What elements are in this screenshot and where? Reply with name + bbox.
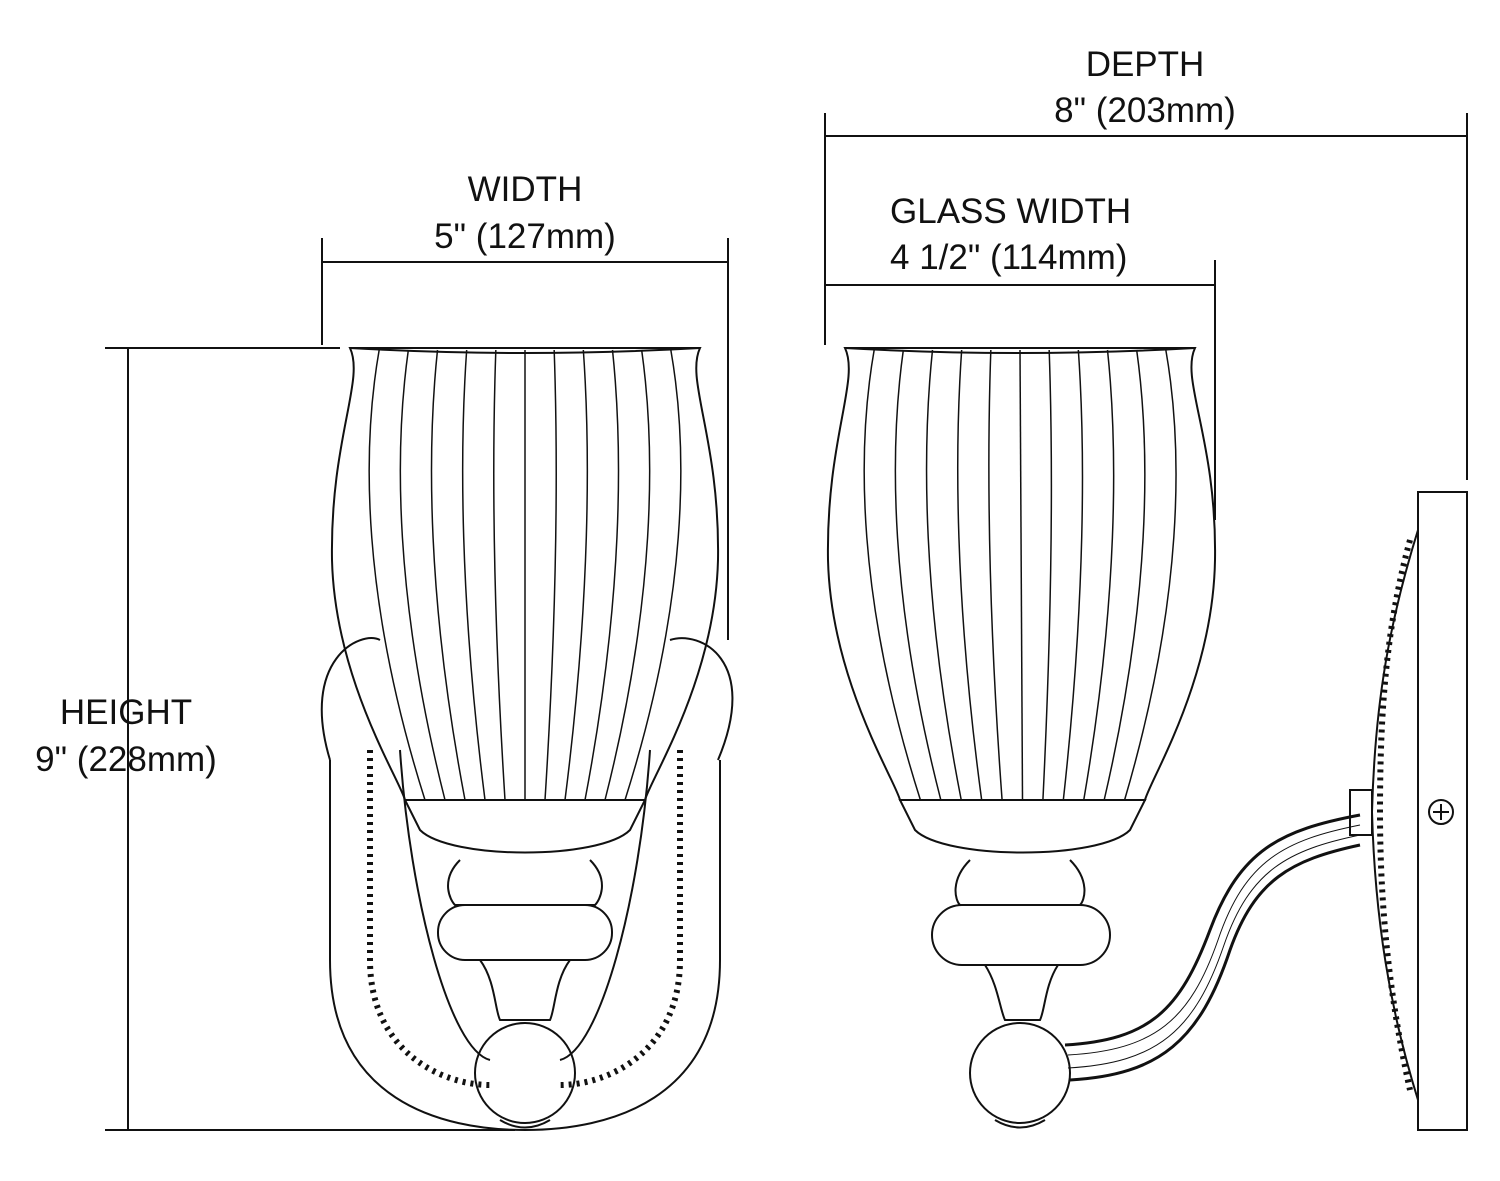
arm-mount xyxy=(1349,789,1373,836)
glass-flute-line xyxy=(544,349,557,801)
width-label: WIDTH xyxy=(467,170,583,209)
height-label: HEIGHT xyxy=(59,693,193,732)
glass-flute-line xyxy=(1019,349,1024,801)
glass-flute-line xyxy=(604,349,651,801)
glass-flute-line xyxy=(894,349,942,801)
glass-flute-line xyxy=(624,349,682,801)
glass-flute-line xyxy=(368,349,426,801)
glass-flute-line xyxy=(430,349,466,801)
height-value: 9" (228mm) xyxy=(35,740,217,779)
glass-width-value: 4 1/2" (114mm) xyxy=(890,238,1128,277)
canopy xyxy=(1370,529,1419,1101)
glass-flute-line xyxy=(863,349,922,801)
front-view xyxy=(320,347,734,1132)
glass-flute-line xyxy=(493,349,506,801)
collar xyxy=(447,859,603,906)
depth-label: DEPTH xyxy=(1085,45,1205,84)
glass-flute-line xyxy=(1042,349,1053,801)
depth-value: 8" (203mm) xyxy=(1054,91,1236,130)
glass-flute-line xyxy=(461,349,486,801)
glass-width-label: GLASS WIDTH xyxy=(890,192,1132,231)
glass-flute-line xyxy=(957,349,983,801)
arm xyxy=(1064,813,1361,1082)
glass-width-dimension-line xyxy=(825,260,1216,520)
backplate xyxy=(320,637,734,1132)
glass-flute-line xyxy=(1103,349,1146,801)
glass-flute-line xyxy=(925,349,962,801)
glass-flute-line xyxy=(1123,349,1177,801)
screw-icon xyxy=(1428,799,1454,825)
glass-flute-line xyxy=(564,349,589,801)
glass-flute-line xyxy=(1083,349,1115,801)
stem xyxy=(479,959,571,1021)
cup xyxy=(403,799,647,854)
disc xyxy=(437,904,613,961)
wall-plate xyxy=(1417,491,1468,1131)
depth-dimension-line xyxy=(824,113,1468,480)
glass-flute-line xyxy=(584,349,620,801)
width-value: 5" (127mm) xyxy=(434,217,616,256)
finial-ball xyxy=(474,1022,576,1124)
width-dimension-line xyxy=(321,238,729,640)
glass-flute-line xyxy=(1062,349,1084,801)
glass-flute-line xyxy=(399,349,446,801)
height-dimension-line xyxy=(105,347,515,1131)
side-view xyxy=(826,347,1468,1131)
glass-flute-line xyxy=(988,349,1003,801)
